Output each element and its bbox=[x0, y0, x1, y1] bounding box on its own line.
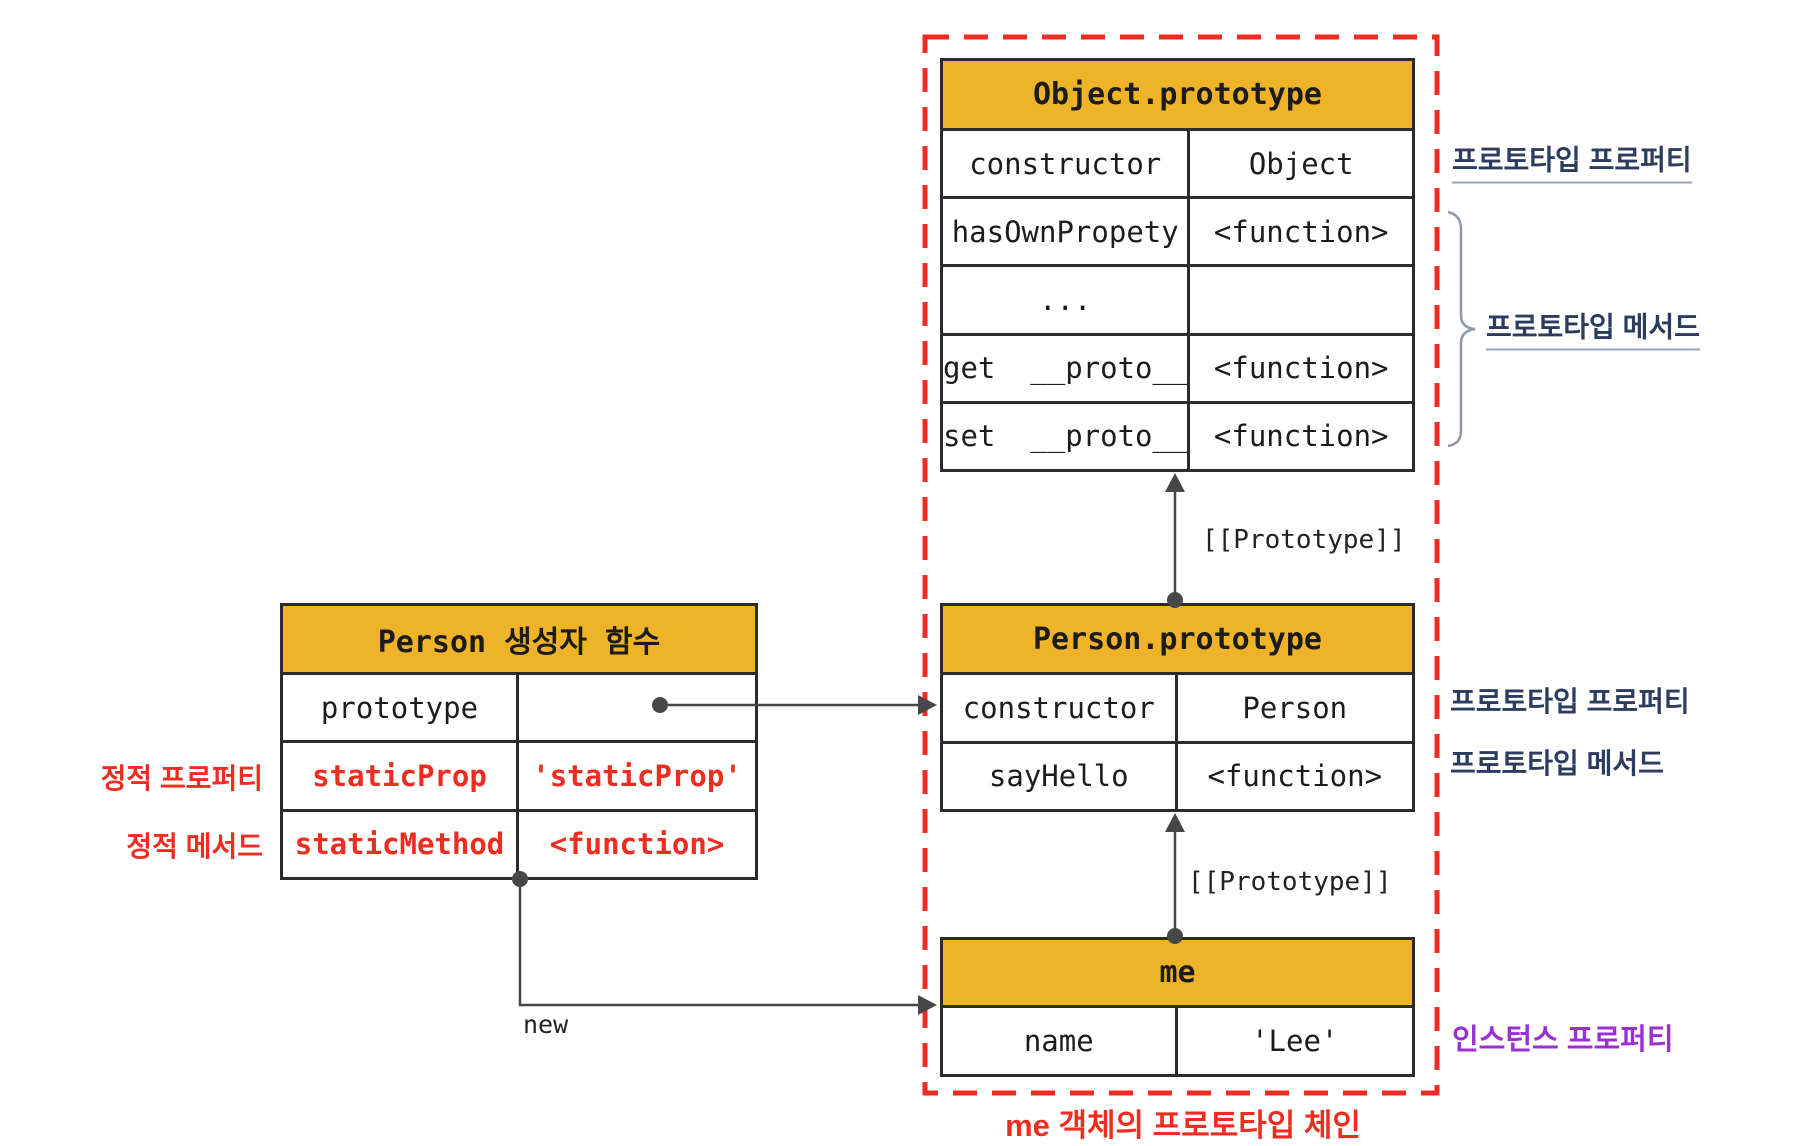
person-constructor-table-title: Person 생성자 함수 bbox=[283, 606, 755, 672]
row-value-cell: Object bbox=[1190, 128, 1412, 196]
row-value-cell: <function> bbox=[1190, 196, 1412, 264]
new-operator-label: new bbox=[523, 1010, 569, 1039]
person-prototype-table: Person.prototype constructor Person sayH… bbox=[940, 603, 1415, 812]
prototype-property-label-top: 프로토타입 프로퍼티 bbox=[1452, 139, 1692, 184]
me-table: me name 'Lee' bbox=[940, 937, 1415, 1077]
row-value-cell: <function> bbox=[519, 808, 755, 877]
row-value-cell: 'staticProp' bbox=[519, 740, 755, 808]
person-constructor-table: Person 생성자 함수 prototype staticProp 'stat… bbox=[280, 603, 758, 880]
row-value-cell: <function> bbox=[1177, 740, 1412, 810]
person-prototype-table-title: Person.prototype bbox=[943, 606, 1412, 672]
row-key-cell: ... bbox=[943, 264, 1191, 333]
prototype-property-label-mid: 프로토타입 프로퍼티 bbox=[1450, 686, 1690, 717]
row-key-cell: hasOwnPropety bbox=[943, 196, 1191, 265]
prototype-link-arrow-lower bbox=[1165, 813, 1185, 944]
instance-property-label: 인스턴스 프로퍼티 bbox=[1452, 1024, 1674, 1056]
row-value-cell bbox=[519, 672, 755, 740]
row-value-cell: <function> bbox=[1190, 400, 1412, 469]
new-arrow bbox=[512, 871, 937, 1015]
me-table-title: me bbox=[943, 940, 1412, 1005]
row-key-cell: get __proto__ bbox=[943, 332, 1191, 401]
object-prototype-table: Object.prototype constructor Object hasO… bbox=[940, 58, 1415, 472]
static-property-label: 정적 프로퍼티 bbox=[100, 763, 263, 794]
row-key-cell: set __proto__ bbox=[943, 400, 1191, 469]
row-value-cell bbox=[1190, 264, 1412, 332]
prototype-link-label-upper: [[Prototype]] bbox=[1202, 525, 1406, 555]
object-prototype-table-title: Object.prototype bbox=[943, 61, 1412, 128]
prototype-method-label-top: 프로토타입 메서드 bbox=[1486, 306, 1700, 351]
prototype-methods-brace bbox=[1447, 210, 1476, 448]
prototype-link-arrow-upper bbox=[1165, 473, 1185, 608]
prototype-link-label-lower: [[Prototype]] bbox=[1188, 867, 1392, 897]
row-key-cell: constructor bbox=[943, 128, 1191, 197]
row-key-cell: name bbox=[943, 1005, 1178, 1074]
row-key-cell: staticMethod bbox=[283, 808, 519, 877]
static-method-label: 정적 메서드 bbox=[126, 831, 263, 862]
row-value-cell: 'Lee' bbox=[1177, 1005, 1412, 1074]
row-key-cell: staticProp bbox=[283, 740, 519, 809]
row-key-cell: prototype bbox=[283, 672, 519, 741]
row-value-cell: <function> bbox=[1190, 332, 1412, 401]
row-key-cell: constructor bbox=[943, 672, 1178, 741]
prototype-method-label-mid: 프로토타입 메서드 bbox=[1450, 748, 1664, 779]
prototype-chain-caption: me 객체의 프로토타입 체인 bbox=[1005, 1108, 1361, 1143]
row-value-cell: Person bbox=[1177, 672, 1412, 741]
row-key-cell: sayHello bbox=[943, 740, 1178, 809]
